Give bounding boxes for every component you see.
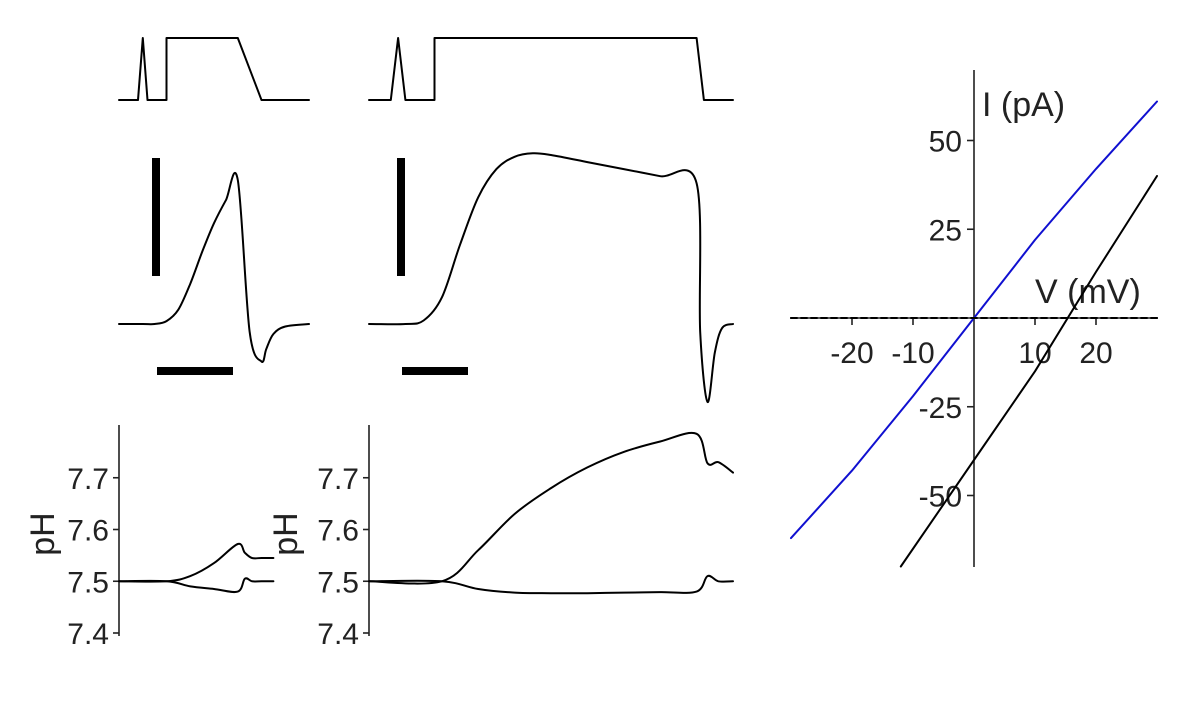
x-tick-label: -20 <box>830 337 873 370</box>
panel-current-short <box>118 158 310 375</box>
y-tick-label: 7.5 <box>317 566 359 599</box>
y-tick-label: 25 <box>929 214 962 247</box>
y-tick-label: 7.5 <box>67 566 109 599</box>
y-tick-label: 7.7 <box>67 463 109 496</box>
y-tick-label: -25 <box>919 392 962 425</box>
scale-bar-horizontal <box>402 367 468 375</box>
x-tick-label: 20 <box>1079 337 1112 370</box>
iv-y-axis-title: I (pA) <box>982 86 1065 124</box>
ph-long-series-lower <box>368 574 734 595</box>
protocol-short-trace <box>118 37 310 101</box>
current-short-trace <box>118 171 310 363</box>
iv-series-black <box>899 175 1158 568</box>
panel-ph-long: 7.4 7.5 7.6 7.7 pH <box>267 425 734 651</box>
y-tick-label: 7.4 <box>67 618 109 651</box>
y-tick-label: 7.6 <box>317 515 359 548</box>
current-long-trace <box>368 152 734 403</box>
y-tick-label: 50 <box>929 126 962 159</box>
ph-long-series-upper <box>368 431 734 585</box>
iv-x-axis-title: V (mV) <box>1035 273 1141 311</box>
ph-long-y-label: pH <box>267 512 305 555</box>
ph-short-series-upper <box>118 542 275 583</box>
ph-short-y-label: pH <box>24 512 62 555</box>
panel-current-long <box>368 152 734 403</box>
panel-ph-short: 7.4 7.5 7.6 7.7 pH <box>24 425 275 651</box>
ph-short-series-lower <box>118 577 275 594</box>
y-tick-label: 7.6 <box>67 515 109 548</box>
protocol-long-trace <box>368 37 734 101</box>
scale-bar-vertical <box>152 158 160 276</box>
panel-protocol-long <box>368 37 734 101</box>
y-tick-label: 7.7 <box>317 463 359 496</box>
scale-bar-vertical <box>397 158 405 276</box>
x-tick-label: -10 <box>891 337 934 370</box>
panel-protocol-short <box>118 37 310 101</box>
scale-bar-horizontal <box>157 367 233 375</box>
y-tick-label: 7.4 <box>317 618 359 651</box>
